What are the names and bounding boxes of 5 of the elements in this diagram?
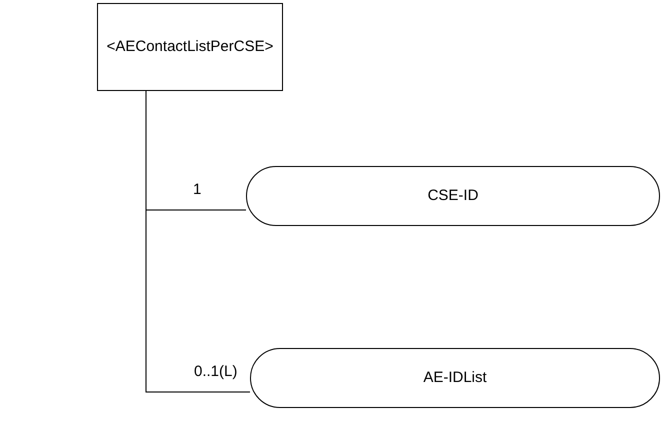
edge-label: 0..1(L) xyxy=(194,364,238,379)
edge-label: 1 xyxy=(193,182,202,197)
element-box: <AEContactListPerCSE> xyxy=(97,3,283,91)
attribute-pill: CSE-ID xyxy=(246,166,660,226)
attribute-pill: AE-IDList xyxy=(250,348,660,408)
